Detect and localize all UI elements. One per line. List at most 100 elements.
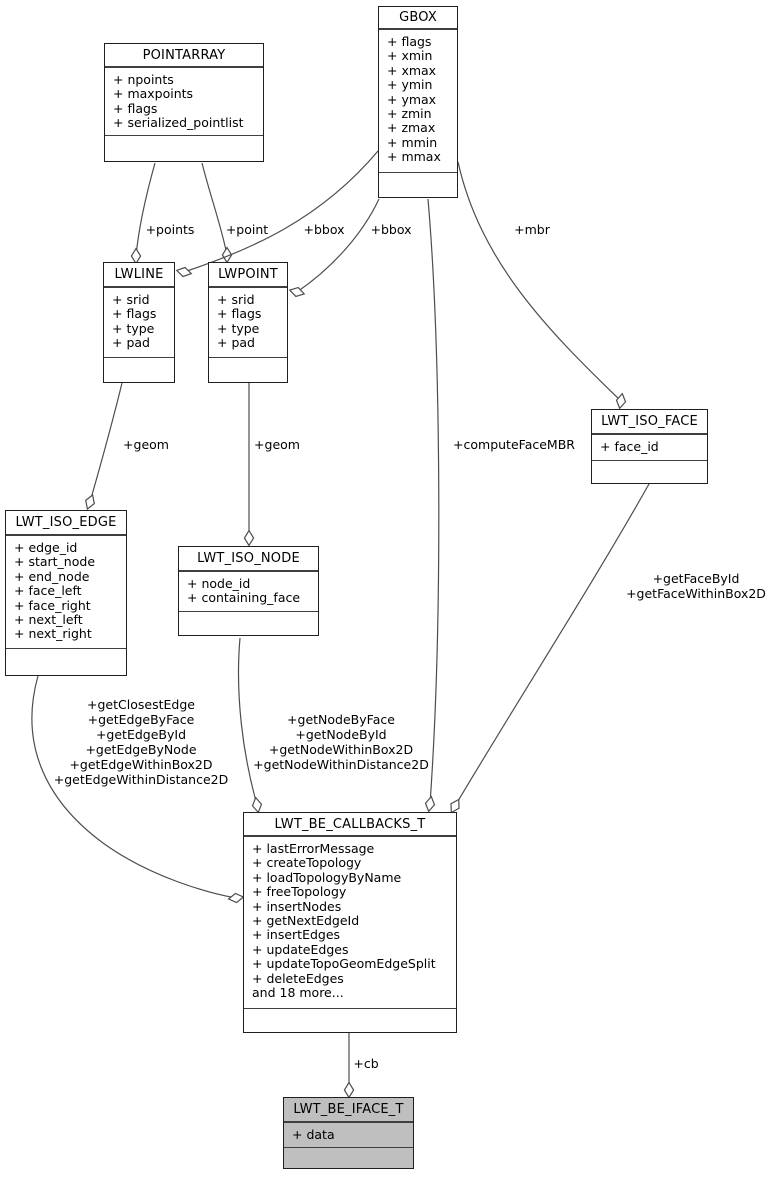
class-attribute: + updateTopoGeomEdgeSplit <box>252 956 436 972</box>
class-attribute: and 18 more... <box>252 985 344 1001</box>
class-box-lwpoint[interactable]: LWPOINT + srid+ flags+ type+ pad <box>208 262 288 383</box>
class-attributes-lwt-be-iface-t: + data <box>284 1123 413 1147</box>
class-attribute: + flags <box>112 306 157 322</box>
class-attribute: + maxpoints <box>113 86 194 102</box>
class-attribute: + end_node <box>14 568 90 584</box>
class-attributes-pointarray: + npoints+ maxpoints+ flags+ serialized_… <box>105 68 263 135</box>
class-title-lwt-be-iface-t: LWT_BE_IFACE_T <box>284 1098 413 1123</box>
class-attribute: + xmax <box>387 62 437 78</box>
class-attribute: + type <box>217 320 260 336</box>
edge-label-line: +getNodeByFace <box>287 712 395 727</box>
edge-computeFaceMBR <box>427 198 440 805</box>
class-title-lwt-be-callbacks-t: LWT_BE_CALLBACKS_T <box>244 813 456 837</box>
class-box-pointarray[interactable]: POINTARRAY+ npoints+ maxpoints+ flags+ s… <box>104 43 264 162</box>
class-attribute: + edge_id <box>14 540 78 555</box>
class-attribute: + deleteEdges <box>252 970 344 986</box>
class-attributes-lwt-iso-edge: + edge_id+ start_node+ end_node+ face_le… <box>6 536 126 648</box>
aggregation-diamond-edge-methods <box>227 892 245 904</box>
class-attributes-lwt-be-callbacks-t: + lastErrorMessage+ createTopology+ load… <box>244 837 456 1008</box>
class-attribute: + flags <box>217 306 262 322</box>
edge-label-geom-edge: +geom <box>123 437 169 452</box>
edge-label-edge-methods: +getClosestEdge+getEdgeByFace+getEdgeByI… <box>54 697 228 787</box>
class-attribute: + data <box>292 1127 335 1142</box>
class-attribute: + srid <box>112 292 150 307</box>
class-attribute: + updateEdges <box>252 941 349 957</box>
class-methods-compartment-lwt-iso-edge <box>6 648 126 675</box>
edge-label-mbr: +mbr <box>514 222 550 237</box>
class-box-lwt-iso-node[interactable]: LWT_ISO_NODE+ node_id+ containing_face <box>178 546 319 636</box>
class-attribute: + type <box>112 320 155 336</box>
edge-label-line: +getEdgeWithinDistance2D <box>53 772 229 787</box>
aggregation-diamond-bbox-lwline <box>175 266 193 278</box>
aggregation-diamond-bbox-lwpoint <box>288 286 306 298</box>
class-attribute: + insertNodes <box>252 898 342 914</box>
aggregation-diamond-face-methods <box>450 798 460 814</box>
edge-label-line: +geom <box>123 437 169 452</box>
edge-point <box>201 162 228 256</box>
class-box-lwt-be-callbacks-t[interactable]: LWT_BE_CALLBACKS_T+ lastErrorMessage+ cr… <box>243 812 457 1033</box>
edge-label-line: +cb <box>353 1056 379 1071</box>
class-title-lwt-iso-edge: LWT_ISO_EDGE <box>6 511 126 536</box>
aggregation-diamond-computeFaceMBR <box>424 795 436 813</box>
class-box-lwt-be-iface-t[interactable]: LWT_BE_IFACE_T + data <box>283 1097 414 1169</box>
edge-label-line: +mbr <box>514 222 550 237</box>
class-attribute: + flags <box>387 34 432 49</box>
edge-label-line: +getEdgeByNode <box>85 742 197 757</box>
edge-label-line: +getEdgeByFace <box>87 712 195 727</box>
class-box-lwline[interactable]: LWLINE+ srid+ flags+ type+ pad <box>103 262 175 383</box>
edge-label-line: +getEdgeWithinBox2D <box>69 757 213 772</box>
class-attribute: + freeTopology <box>252 884 347 900</box>
class-box-lwt-iso-edge[interactable]: LWT_ISO_EDGE+ edge_id+ start_node+ end_n… <box>5 510 127 676</box>
class-methods-compartment-lwt-iso-face <box>592 460 707 483</box>
class-attribute: + containing_face <box>187 590 301 606</box>
aggregation-diamond-points <box>130 247 142 265</box>
class-title-lwt-iso-face: LWT_ISO_FACE <box>592 410 707 435</box>
class-methods-compartment-lwt-be-callbacks-t <box>244 1008 456 1032</box>
class-box-lwt-iso-face[interactable]: LWT_ISO_FACE + face_id <box>591 409 708 484</box>
edge-label-computeFaceMBR: +computeFaceMBR <box>453 437 575 452</box>
edge-face-methods <box>454 483 650 807</box>
aggregation-diamond-geom-edge <box>85 493 95 511</box>
class-attribute: + node_id <box>187 576 251 591</box>
class-attributes-lwt-iso-face: + face_id <box>592 435 707 460</box>
class-attribute: + createTopology <box>252 855 362 871</box>
class-box-gbox[interactable]: GBOX+ flags+ xmin+ xmax+ ymin+ ymax+ zmi… <box>378 6 458 198</box>
edge-bbox-lwline <box>183 150 379 273</box>
aggregation-diamond-mbr <box>615 392 627 410</box>
edge-mbr <box>457 161 622 402</box>
edge-label-bbox-lwline: +bbox <box>303 222 344 237</box>
edge-label-face-methods: +getFaceById+getFaceWithinBox2D <box>626 571 766 601</box>
class-attributes-lwline: + srid+ flags+ type+ pad <box>104 288 174 357</box>
class-attribute: + npoints <box>113 72 174 87</box>
class-attribute: + ymax <box>387 91 437 107</box>
class-attribute: + loadTopologyByName <box>252 869 402 885</box>
aggregation-diamond-cb <box>343 1081 355 1099</box>
class-attribute: + pad <box>217 335 255 351</box>
class-attribute: + lastErrorMessage <box>252 841 375 856</box>
edge-label-line: +point <box>225 222 269 237</box>
edge-label-node-methods: +getNodeByFace+getNodeById+getNodeWithin… <box>253 712 429 772</box>
class-attribute: + zmax <box>387 120 436 136</box>
class-attribute: + srid <box>217 292 255 307</box>
edge-label-line: +geom <box>254 437 300 452</box>
edge-label-line: +getClosestEdge <box>87 697 195 712</box>
class-attribute: + face_right <box>14 597 91 613</box>
class-methods-compartment-lwt-iso-node <box>179 611 318 635</box>
edge-label-line: +getFaceById <box>652 571 740 586</box>
class-attribute: + next_left <box>14 612 83 628</box>
class-attribute: + face_id <box>600 439 659 454</box>
class-methods-compartment-gbox <box>379 172 457 197</box>
edge-label-line: +getNodeWithinBox2D <box>268 742 414 757</box>
edge-label-bbox-lwpoint: +bbox <box>370 222 411 237</box>
edge-geom-edge <box>89 382 123 503</box>
class-attribute: + insertEdges <box>252 927 341 943</box>
edge-label-geom-node: +geom <box>254 437 300 452</box>
class-attribute: + start_node <box>14 554 96 570</box>
class-title-lwpoint: LWPOINT <box>209 263 287 288</box>
class-attributes-lwt-iso-node: + node_id+ containing_face <box>179 572 318 611</box>
class-attribute: + next_right <box>14 626 92 642</box>
aggregation-diamond-node-methods <box>251 796 263 814</box>
class-attribute: + zmin <box>387 106 432 122</box>
class-methods-compartment-lwpoint <box>209 357 287 382</box>
